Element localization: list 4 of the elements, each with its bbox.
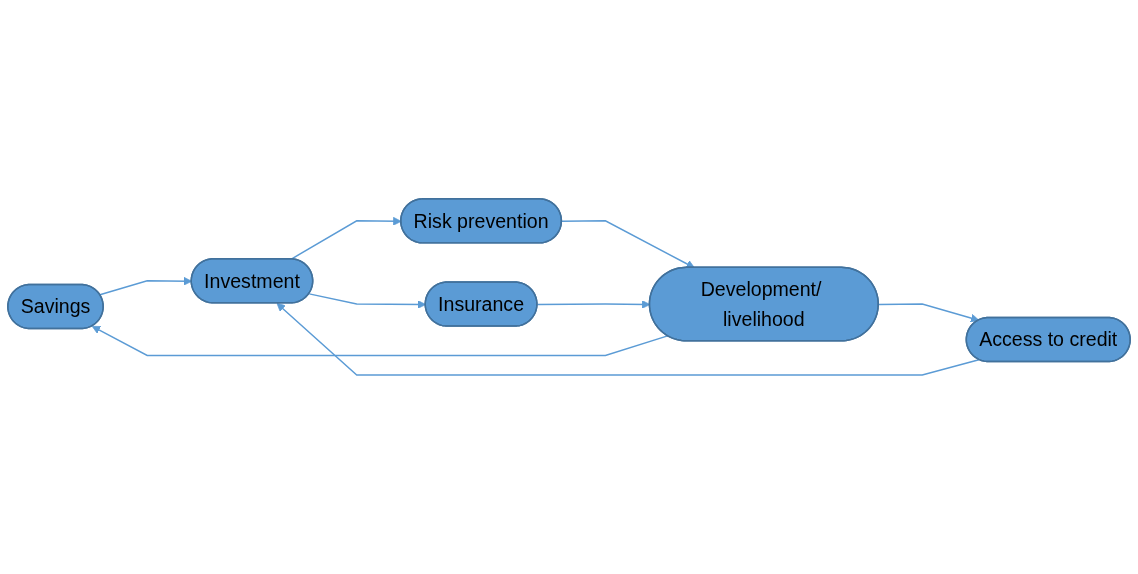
arrow (91, 326, 669, 357)
arrow (276, 303, 980, 376)
arrow (561, 220, 695, 269)
arrow (290, 217, 402, 261)
